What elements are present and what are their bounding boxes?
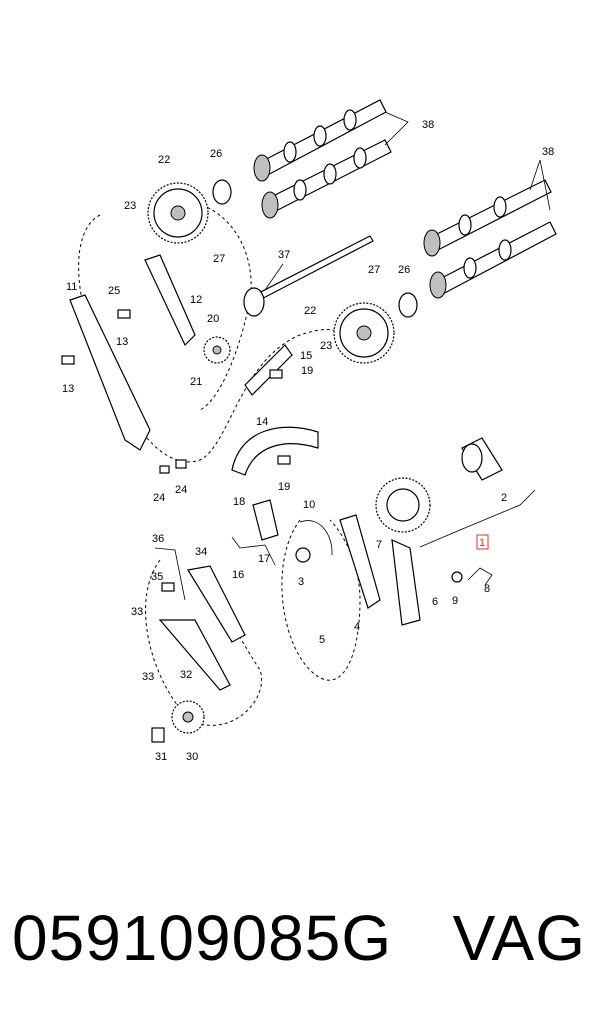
callout-10: 10: [303, 499, 315, 511]
callout-19-lower: 19: [278, 481, 290, 493]
callout-23-top: 23: [124, 200, 136, 212]
bolt-24: [175, 459, 187, 469]
callout-33-upper: 33: [131, 606, 143, 618]
gear-sleeve: [461, 437, 503, 481]
crank-sprocket: [375, 477, 431, 533]
callout-33-lower: 33: [142, 671, 154, 683]
callout-12: 12: [190, 294, 202, 306]
callout-17: 17: [258, 553, 270, 565]
callout-13-upper: 13: [116, 336, 128, 348]
tensioner-rail-14: [231, 426, 319, 476]
callout-22-top: 22: [158, 154, 170, 166]
guide-rail-11: [69, 294, 151, 451]
drive-shaft: [243, 235, 374, 317]
callout-4: 4: [354, 621, 360, 633]
callout-27-right: 26: [398, 264, 410, 276]
callout-26: 25: [108, 285, 120, 297]
rail-32: [158, 619, 231, 691]
callout-30: 30: [186, 751, 198, 763]
callout-14: 14: [256, 416, 268, 428]
chain-route-lower: [281, 519, 361, 681]
callout-20: 20: [207, 313, 219, 325]
callout-18: 18: [233, 496, 245, 508]
bracket-16: [252, 499, 279, 541]
callout-16: 16: [232, 569, 244, 581]
bolt-13-lower: [61, 355, 75, 365]
guide-rail-12: [144, 254, 196, 347]
callout-35: 35: [151, 571, 163, 583]
camshaft-right-1: [423, 179, 552, 257]
callout-25: 24: [153, 492, 165, 504]
part-number: 059109085G: [12, 902, 393, 974]
bolt-25: [159, 465, 170, 474]
callout-24: 24: [175, 484, 187, 496]
camshaft-sprocket-right: [333, 302, 395, 364]
callout-19-upper: 19: [301, 365, 313, 377]
camshaft-right-2: [429, 221, 557, 299]
callout-11: 11: [66, 281, 77, 293]
rail-6: [391, 539, 421, 626]
bolt-31: [151, 727, 165, 743]
bolt-19-upper: [269, 369, 283, 379]
callout-13-lower: 13: [62, 383, 74, 395]
chain-route-upper: [78, 214, 351, 463]
washer-3: [295, 547, 311, 563]
callout-34: 34: [195, 546, 207, 558]
bolt-9: [451, 571, 463, 583]
callout-37: 37: [278, 249, 290, 261]
rail-34: [187, 565, 246, 643]
bolt-13-upper: [117, 309, 131, 319]
adjuster-upper: [212, 179, 232, 205]
callout-38-right: 38: [542, 146, 554, 158]
callout-27-top: 26: [210, 148, 222, 160]
callout-32: 32: [180, 669, 192, 681]
callout-28-top: 27: [213, 253, 225, 265]
parts-exploded-diagram: 38 38 22 26 23 27 37 27 26 11 25 12 22 2…: [61, 99, 557, 763]
chain-36: [154, 547, 186, 601]
camshaft-upper-2: [261, 139, 392, 219]
callout-22-right: 22: [304, 305, 316, 317]
callout-23-right: 23: [320, 340, 332, 352]
callout-8: 8: [484, 583, 490, 595]
callout-15: 15: [300, 350, 312, 362]
callout-1: 1: [479, 537, 485, 549]
callout-7: 7: [376, 539, 382, 551]
callout-5: 5: [319, 634, 325, 646]
leader-lines: [231, 111, 551, 566]
bolt-35: [161, 582, 175, 592]
chain-10: [299, 520, 333, 556]
rail-4: [339, 514, 381, 609]
callout-31: 31: [155, 751, 167, 763]
callout-9: 9: [452, 595, 458, 607]
callout-2: 2: [501, 492, 507, 504]
camshaft-sprocket-upper: [147, 182, 209, 244]
callout-6: 6: [432, 596, 438, 608]
callout-36: 36: [152, 533, 164, 545]
callout-38-top: 38: [422, 119, 434, 131]
brand-label: VAG: [452, 902, 586, 974]
callout-3: 3: [298, 576, 304, 588]
bolt-19-lower: [277, 455, 291, 465]
highlight-box-1: [476, 534, 489, 550]
adjuster-right: [398, 292, 418, 318]
sprocket-30: [171, 700, 205, 734]
tensioner-15: [244, 344, 293, 396]
sprocket-20: [203, 336, 231, 364]
footer: 059109085G VAG: [0, 893, 600, 983]
callout-28-right: 27: [368, 264, 380, 276]
camshaft-upper-1: [253, 99, 387, 182]
callout-21: 21: [190, 376, 202, 388]
clip-8: [467, 567, 493, 586]
